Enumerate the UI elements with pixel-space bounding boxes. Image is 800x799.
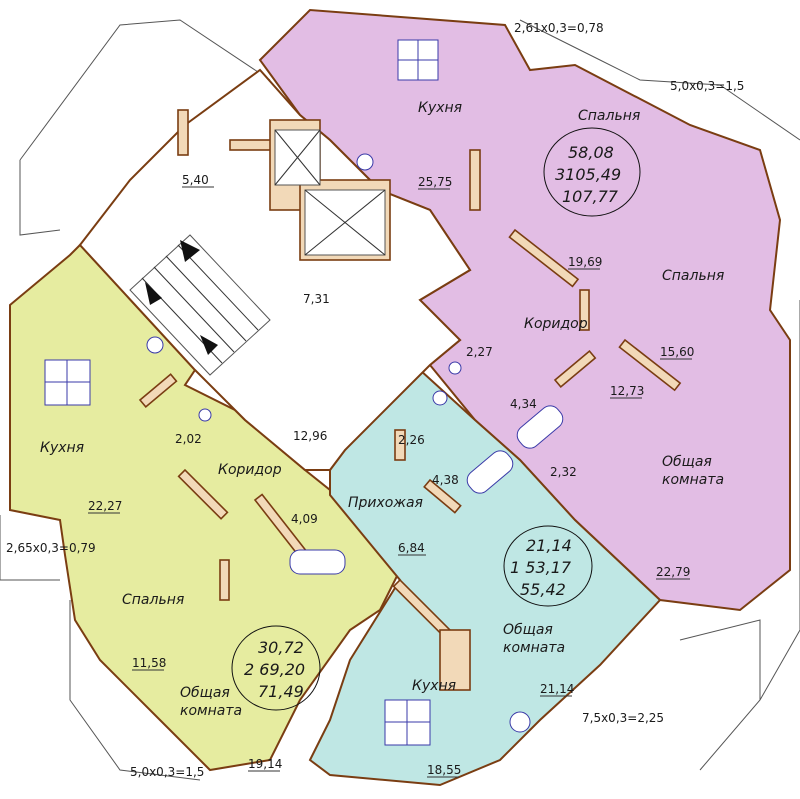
area-small-pink-1: 2,27 [466,345,493,359]
stair-arrow-icon [145,282,162,305]
elevators [274,129,386,256]
area-common-3: 12,96 [293,429,327,443]
area-bedroom-pink-2: 15,60 [660,345,694,359]
balcony-green-2: 5,0х0,3=1,5 [130,765,204,779]
dining-table-icon [384,699,431,746]
room-label-hall-cyan: Прихожая [348,495,423,511]
dining-table-icon [44,359,91,406]
totals-pink-line2: 3105,49 [555,165,621,184]
area-bedroom-pink-1: 19,69 [568,255,602,269]
area-kitchen-cyan: 18,55 [427,763,461,777]
room-label-corridor-green: Коридор [218,462,282,478]
area-corridor-green: 2,02 [175,432,202,446]
area-bedroom-green: 11,58 [132,656,166,670]
balcony-green-1: 2,65х0,3=0,79 [6,541,96,555]
area-living-green: 19,14 [248,757,282,771]
room-label-living-pink-1: Общая [662,454,712,470]
balcony-cyan-1: 7,5х0,3=2,25 [582,711,664,725]
room-label-living-pink-2: комната [662,472,724,488]
totals-green-line2: 2 69,20 [244,660,305,679]
bathtub-icon [466,450,514,494]
room-label-corridor-pink: Коридор [524,316,588,332]
totals-pink-line3: 107,77 [562,187,619,206]
stair-arrow-icon [200,335,218,355]
room-label-bedroom-pink-1: Спальня [578,108,640,124]
room-label-kitchen-green: Кухня [40,440,84,456]
totals-pink-line1: 58,08 [568,143,614,162]
area-small-green-1: 4,09 [291,512,318,526]
room-label-living-cyan-2: комната [503,640,565,656]
area-living-pink: 22,79 [656,565,690,579]
totals-badge-green: 30,72 2 69,20 71,49 [231,625,321,711]
totals-green-line3: 71,49 [258,682,304,701]
totals-cyan-line1: 21,14 [526,536,572,555]
balcony-pink-2: 5,0х0,3=1,5 [670,79,744,93]
area-common-1: 5,40 [182,173,209,187]
area-small-cyan-1: 2,26 [398,433,425,447]
apartment-green-area [9,243,402,772]
dining-table-icon [397,39,439,81]
area-hall-cyan: 6,84 [398,541,425,555]
balcony-pink-1: 2,61х0,3=0,78 [514,21,604,35]
totals-badge-cyan: 21,14 1 53,17 55,42 [503,525,593,607]
area-small-cyan-2: 4,38 [432,473,459,487]
totals-cyan-line3: 55,42 [520,580,566,599]
area-kitchen-pink: 25,75 [418,175,452,189]
totals-cyan-line2: 1 53,17 [510,558,572,577]
sink-icon [146,153,531,733]
apartment-cyan-area [308,368,662,787]
room-label-living-green-1: Общая [180,685,230,701]
bathtub-icon [289,549,346,575]
stair-arrow-icon [180,240,200,262]
room-label-living-green-2: комната [180,703,242,719]
room-label-kitchen-cyan: Кухня [412,678,456,694]
totals-badge-pink: 58,08 3105,49 107,77 [543,127,641,217]
totals-green-line1: 30,72 [258,638,304,657]
room-label-bedroom-pink-2: Спальня [662,268,724,284]
staircase [129,234,271,376]
bathtub-icon [516,405,564,449]
room-label-living-cyan-1: Общая [503,622,553,638]
common-stair-area [78,68,472,471]
area-underlines [88,186,692,778]
area-kitchen-green: 22,27 [88,499,122,513]
area-corridor-pink: 12,73 [610,384,644,398]
room-label-kitchen-pink: Кухня [418,100,462,116]
area-living-cyan: 21,14 [540,682,574,696]
room-label-bedroom-green: Спальня [122,592,184,608]
balcony-outlines [0,19,800,781]
area-small-pink-2: 4,34 [510,397,537,411]
area-small-pink-3: 2,32 [550,465,577,479]
area-common-2: 7,31 [303,292,330,306]
